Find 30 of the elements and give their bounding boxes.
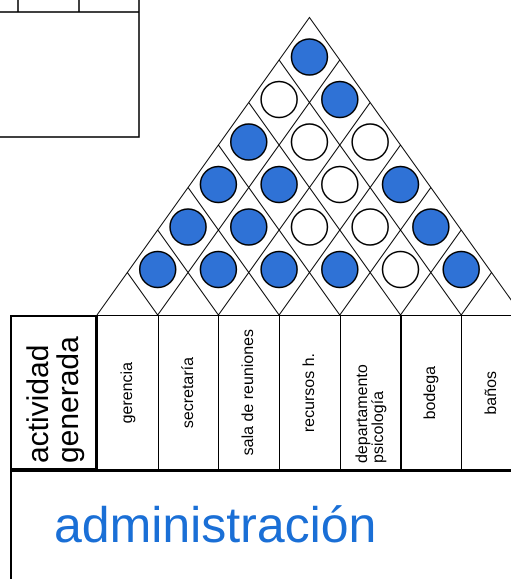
empty-circle <box>351 208 389 246</box>
column-header: gerencia <box>97 315 159 470</box>
column-header: sala de reuniones <box>218 315 280 470</box>
column-header: recursos h. <box>279 315 341 470</box>
filled-circle <box>260 166 298 204</box>
empty-circle <box>290 123 328 161</box>
empty-circle <box>351 123 389 161</box>
filled-circle <box>169 208 207 246</box>
column-header: departamento psicología <box>340 315 402 470</box>
filled-circle <box>260 250 298 288</box>
filled-circle <box>290 38 328 76</box>
empty-circle <box>260 80 298 118</box>
filled-circle <box>230 123 268 161</box>
filled-circle <box>138 250 176 288</box>
filled-circle <box>200 166 238 204</box>
row-header: actividad generada <box>10 315 97 470</box>
filled-circle <box>412 208 450 246</box>
filled-circle <box>321 80 359 118</box>
empty-circle <box>321 166 359 204</box>
empty-circle <box>382 250 420 288</box>
filled-circle <box>230 208 268 246</box>
column-header: baños <box>461 315 511 470</box>
empty-circle <box>290 208 328 246</box>
filled-circle <box>321 250 359 288</box>
section-title: administración <box>10 470 511 579</box>
filled-circle <box>442 250 480 288</box>
filled-circle <box>200 250 238 288</box>
column-header: bodega <box>400 315 462 470</box>
column-header: secretaría <box>158 315 220 470</box>
filled-circle <box>382 166 420 204</box>
